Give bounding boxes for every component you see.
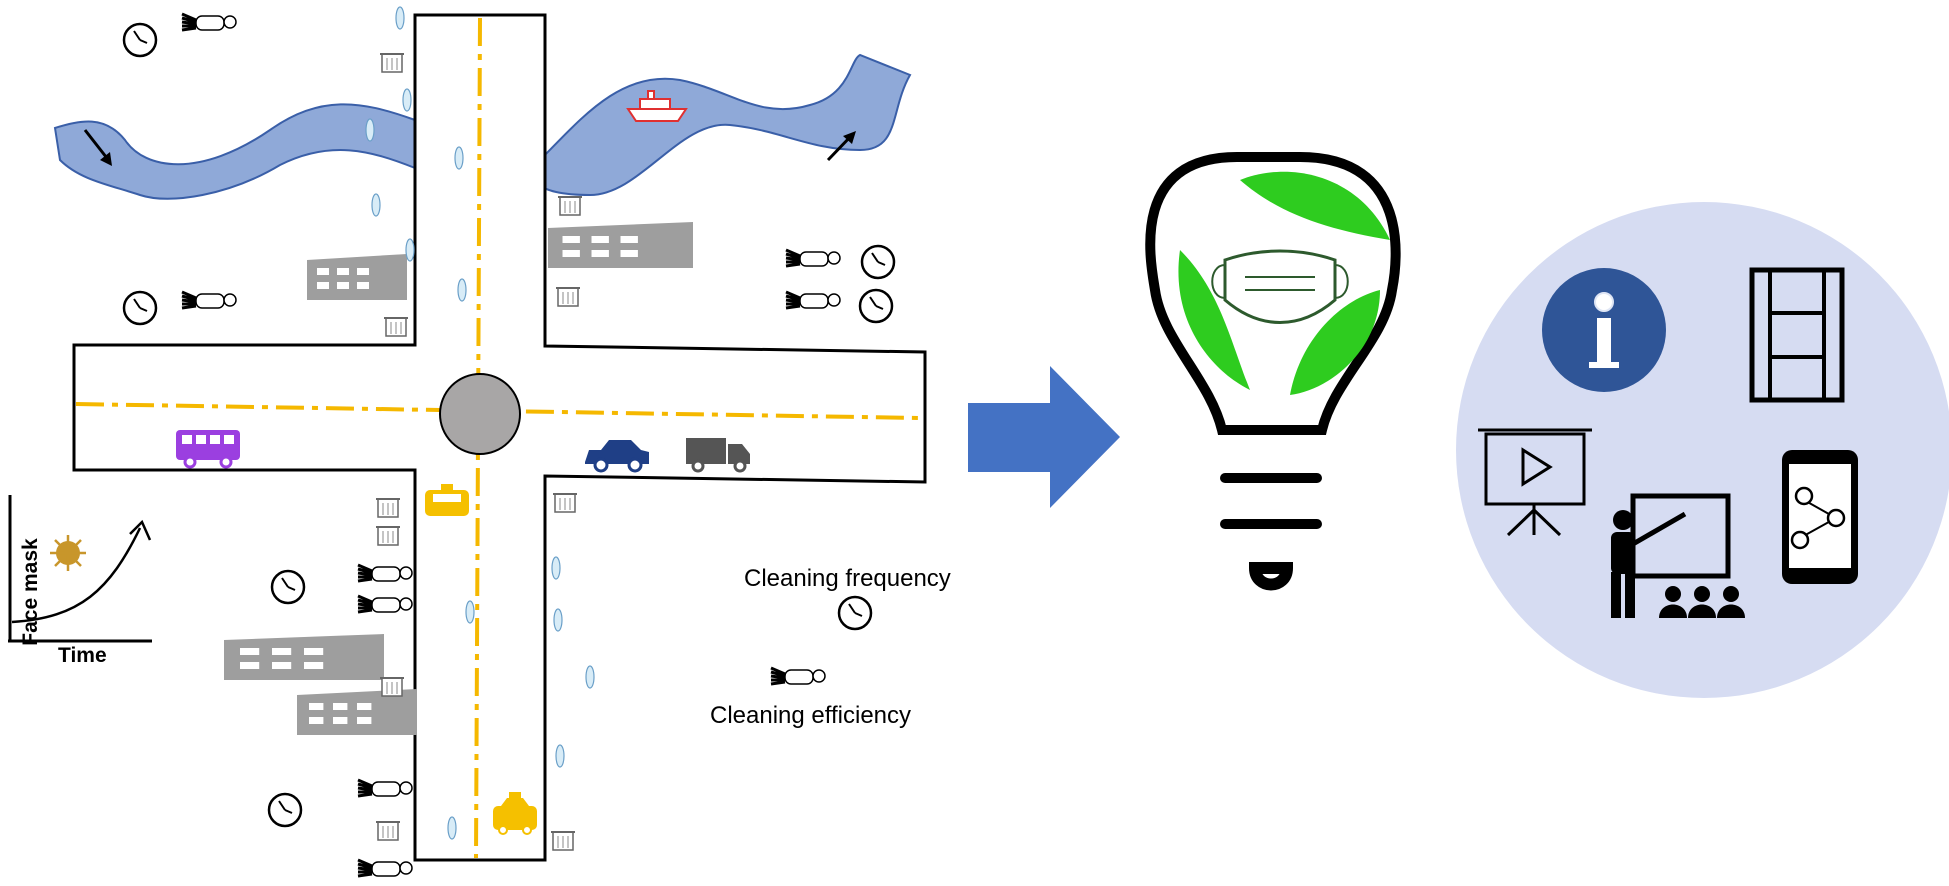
ship-icon	[626, 90, 688, 122]
clock-icon	[858, 288, 894, 324]
trash-bin-icon	[375, 526, 401, 546]
trash-bin-icon	[375, 498, 401, 518]
sweeper-icon	[356, 858, 414, 878]
face-mask-icon	[402, 88, 412, 112]
sweeper-icon	[180, 290, 238, 310]
clock-icon	[122, 22, 158, 58]
car-icon	[585, 440, 649, 473]
trash-bin-icon	[379, 677, 405, 697]
clock-icon	[860, 244, 896, 280]
clock-icon	[270, 569, 306, 605]
info-icon	[1542, 268, 1666, 392]
clock-icon	[122, 290, 158, 326]
trend-arrowhead	[129, 519, 152, 541]
trash-bin-icon	[383, 317, 409, 337]
face-mask-icon	[365, 118, 375, 142]
sweeper-icon	[356, 563, 414, 583]
sweeper-icon	[356, 594, 414, 614]
flow-arrow-out-head	[843, 131, 856, 144]
trend-chart-xlabel: Time	[58, 644, 107, 667]
face-mask-icon	[465, 600, 475, 624]
face-mask-icon	[551, 556, 561, 580]
trash-bin-icon	[552, 493, 578, 513]
arrow-right-icon	[968, 366, 1120, 508]
trash-bin-icon	[550, 831, 576, 851]
virus-icon	[50, 535, 86, 571]
building-2	[548, 222, 693, 268]
smartphone-icon	[1782, 450, 1858, 584]
face-mask-icon	[585, 665, 595, 689]
face-mask-icon	[553, 608, 563, 632]
trend-chart-ylabel: Face mask	[19, 538, 42, 646]
sweeper-icon	[356, 778, 414, 798]
face-mask-icon	[395, 6, 405, 30]
taxi-icon	[425, 484, 469, 516]
face-mask-icon	[405, 238, 415, 262]
clock-icon	[837, 595, 873, 631]
tools-circle	[1456, 202, 1949, 698]
lightbulb-icon	[1145, 152, 1401, 591]
trash-bin-icon	[375, 821, 401, 841]
clock-icon	[267, 792, 303, 828]
taxi-icon-2	[493, 792, 537, 835]
legend-cleaning-efficiency: Cleaning efficiency	[710, 702, 912, 729]
sweeper-icon	[784, 248, 842, 268]
face-mask-icon	[371, 193, 381, 217]
legend-cleaning-frequency: Cleaning frequency	[744, 565, 951, 592]
trash-bin-icon	[557, 196, 583, 216]
trash-bin-icon	[555, 287, 581, 307]
sweeper-icon	[180, 12, 238, 32]
film-icon	[1749, 267, 1845, 403]
flow-arrow-in-head	[100, 152, 112, 166]
face-mask-icon	[1211, 249, 1349, 324]
truck-icon	[686, 438, 750, 473]
roundabout	[439, 373, 521, 455]
trend-curve	[11, 527, 142, 624]
bus-icon	[176, 430, 240, 469]
presentation-icon	[1478, 428, 1592, 537]
face-mask-icon	[457, 278, 467, 302]
building-3	[224, 634, 384, 680]
river	[53, 53, 912, 200]
sweeper-icon	[769, 666, 827, 686]
face-mask-icon	[454, 146, 464, 170]
trend-chart	[8, 495, 152, 643]
teacher-icon	[1611, 493, 1745, 618]
face-mask-icon	[555, 744, 565, 768]
sweeper-icon	[784, 290, 842, 310]
building-1	[307, 254, 407, 300]
face-mask-icon	[447, 816, 457, 840]
trash-bin-icon	[379, 53, 405, 73]
